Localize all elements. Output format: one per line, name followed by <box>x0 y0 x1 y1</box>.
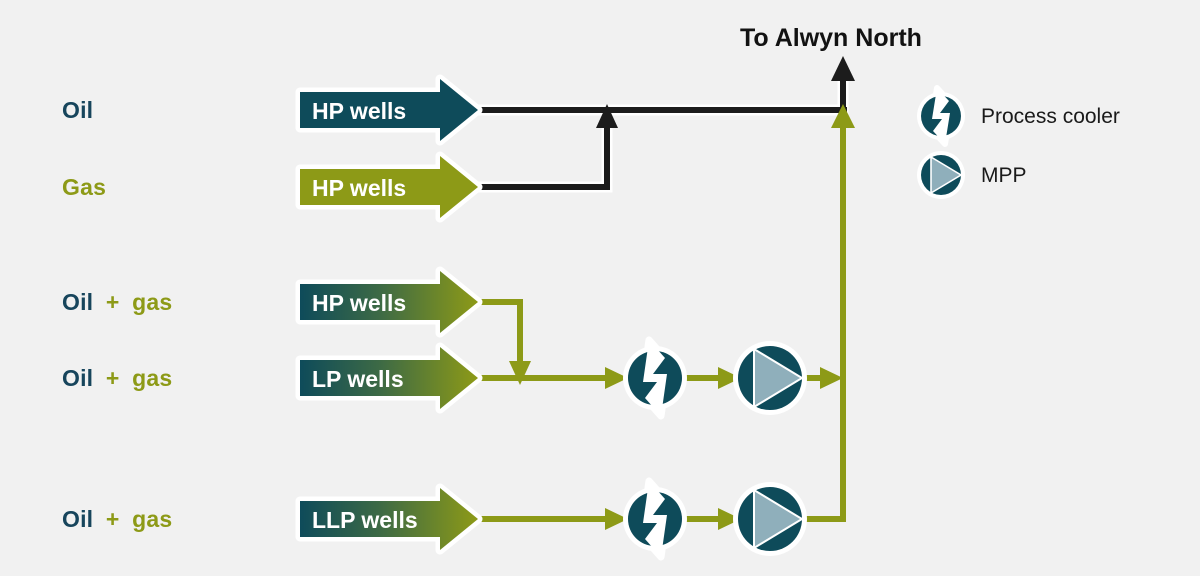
lightning-bolt-icon <box>643 481 667 557</box>
legend-label-process-cooler: Process cooler <box>981 105 1120 128</box>
mpp-triangle-icon <box>930 155 963 195</box>
row-label-oil-part: Oil <box>62 365 94 391</box>
row-label-oil-part: Oil <box>62 506 94 532</box>
row-label-oil-part: Oil <box>62 97 94 123</box>
arrow-shape <box>300 156 478 218</box>
hp-to-lp-line <box>474 299 523 362</box>
lightning-bolt-icon <box>643 340 667 416</box>
arrow-block-oilgas-hp <box>295 266 483 338</box>
to-alwyn-arrowhead <box>831 56 855 81</box>
arrow-block-oilgas-lp <box>295 342 483 414</box>
row-label-oil-hp: Oil <box>62 97 93 124</box>
lp-to-cooler-arrowhead <box>605 367 628 389</box>
arrow-shape <box>300 79 478 141</box>
mpp-triangle-icon <box>753 347 804 409</box>
lightning-bolt-icon <box>932 88 950 144</box>
row-label-plus-part: + <box>105 365 120 391</box>
mpp-triangle-icon <box>753 488 804 550</box>
arrow-block-gas-hp <box>295 151 483 223</box>
process-cooler-icon-bottom[interactable] <box>623 477 687 561</box>
row-label-gas-part: gas <box>132 365 173 391</box>
row-label-oilgas-llp: Oil + gas <box>62 506 172 533</box>
process-cooler-icon-mid[interactable] <box>623 336 687 420</box>
mpp-to-riser-arrowhead-mid <box>820 367 843 389</box>
arrow-shape <box>300 271 478 333</box>
row-label-oilgas-hp: Oil + gas <box>62 289 172 316</box>
arrow-block-oilgas-llp <box>295 483 483 555</box>
olive-riser-arrowhead <box>831 104 855 128</box>
gas-hp-line <box>474 128 610 190</box>
arrow-shape <box>300 347 478 409</box>
legend-process-cooler-icon <box>917 85 965 147</box>
row-label-plus-part: + <box>105 289 120 315</box>
row-label-gas-hp: Gas <box>62 174 106 201</box>
row-label-oilgas-lp: Oil + gas <box>62 365 172 392</box>
gas-join-arrowhead <box>596 104 618 128</box>
arrow-shape <box>300 488 478 550</box>
black-pipe-network <box>474 56 855 193</box>
legend-label-mpp: MPP <box>981 164 1027 187</box>
row-label-gas-part: gas <box>132 289 173 315</box>
llp-to-cooler-arrowhead <box>605 508 628 530</box>
gas-line-halo <box>474 128 613 193</box>
legend-mpp-icon <box>917 151 965 199</box>
row-label-plus-part: + <box>105 506 120 532</box>
mpp-icon-bottom[interactable] <box>733 482 807 556</box>
arrow-block-oil-hp <box>295 74 483 146</box>
olive-main-riser <box>800 124 846 522</box>
cooler-to-mpp-arrowhead-bottom <box>718 508 741 530</box>
hp-to-lp-arrowhead <box>509 361 531 385</box>
row-label-oil-part: Oil <box>62 289 94 315</box>
olive-pipe-network <box>474 104 855 530</box>
destination-title: To Alwyn North <box>740 24 922 52</box>
cooler-to-mpp-arrowhead-mid <box>718 367 741 389</box>
mpp-icon-mid[interactable] <box>733 341 807 415</box>
row-label-gas-part: Gas <box>62 174 107 200</box>
row-label-gas-part: gas <box>132 506 173 532</box>
